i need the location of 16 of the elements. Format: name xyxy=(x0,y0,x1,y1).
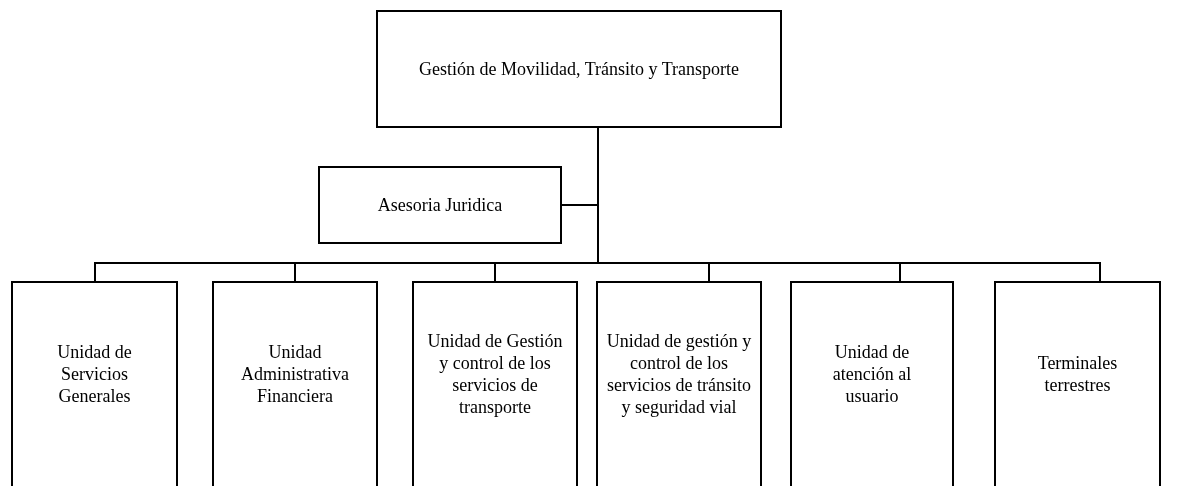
box-label: Unidad de atención al usuario xyxy=(831,340,913,407)
org-box xyxy=(596,281,762,486)
org-box xyxy=(11,281,178,486)
org-box xyxy=(790,281,954,486)
box-label: Unidad de Servicios Generales xyxy=(56,340,133,407)
box-label: Unidad Administrativa Financiera xyxy=(240,340,350,407)
box-label: Terminales terrestres xyxy=(1036,351,1119,396)
org-box xyxy=(318,166,562,244)
box-label: Unidad de gestión y control de los servicios de tránsito y seguridad vial xyxy=(605,329,753,418)
box-label: Gestión de Movilidad, Tránsito y Transporte xyxy=(419,58,739,80)
org-box xyxy=(212,281,378,486)
org-box xyxy=(412,281,578,486)
org-box xyxy=(376,10,782,128)
box-label: Unidad de Gestión y control de los servicios de transporte xyxy=(426,329,564,418)
box-label: Asesoria Juridica xyxy=(377,194,503,216)
org-box xyxy=(994,281,1161,486)
